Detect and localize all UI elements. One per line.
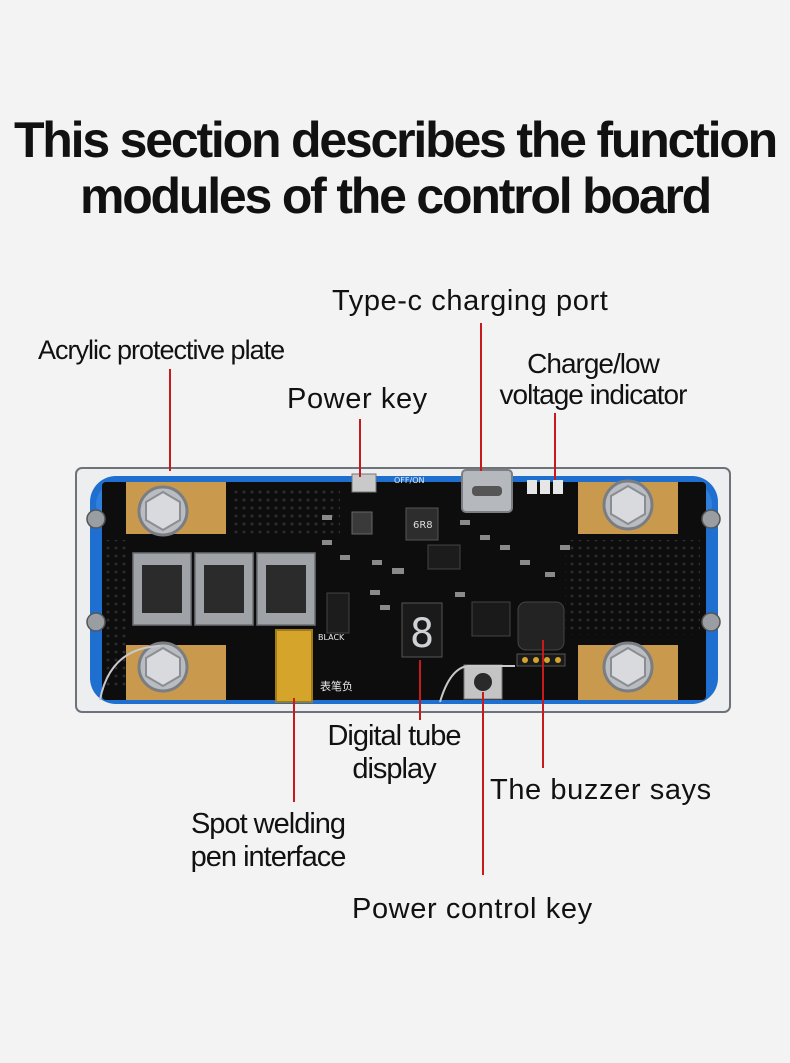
label-typec-port: Type-c charging port [332, 285, 609, 317]
label-pen-line-1: Spot welding [190, 808, 346, 840]
off-on-text: OFF/ON [394, 476, 424, 485]
line-buzzer [542, 640, 544, 768]
chip-left [326, 592, 350, 634]
title-line-2: modules of the control board [79, 168, 712, 224]
title: This section describes the function modu… [0, 112, 790, 224]
label-pen-line-2: pen interface [190, 841, 347, 873]
label-indicator: Charge/low voltage indicator [488, 348, 698, 410]
header-pins [516, 653, 566, 667]
copper-pad-bottom-left [126, 641, 226, 700]
power-switch [351, 473, 377, 493]
small-inductor [351, 511, 373, 535]
line-typec [480, 323, 482, 471]
indicator-leds [527, 480, 563, 494]
label-indicator-line-2: voltage indicator [499, 379, 688, 410]
line-indicator [554, 413, 556, 480]
label-acrylic-plate: Acrylic protective plate [38, 335, 285, 365]
line-power-control [482, 692, 484, 875]
inductor-6r8 [405, 507, 439, 541]
digital-tube [401, 602, 443, 658]
buzzer [517, 601, 565, 651]
chip-u2 [427, 544, 461, 570]
label-buzzer: The buzzer says [490, 774, 712, 806]
label-indicator-line-1: Charge/low [527, 348, 660, 379]
acrylic-edge-wire [99, 645, 515, 703]
line-power-key [359, 419, 361, 477]
line-digital [419, 660, 421, 720]
title-line-1: This section describes the function [13, 112, 778, 168]
corner-screws [86, 509, 721, 632]
label-pen-interface: Spot welding pen interface [178, 808, 358, 874]
pen-connector [275, 629, 313, 703]
line-acrylic [169, 369, 171, 471]
label-power-key: Power key [287, 383, 428, 415]
black-text: BLACK [318, 633, 345, 642]
pen-neg-text: 表笔负 [320, 679, 353, 693]
label-digital-line-2: display [352, 753, 436, 785]
copper-pad-top-right [578, 479, 678, 534]
inductor-text: 6R8 [413, 520, 433, 531]
label-digital-line-1: Digital tube [327, 720, 461, 752]
smd-components [322, 515, 570, 610]
digital-tube-digit: 8 [410, 611, 434, 657]
copper-pad-bottom-right [578, 641, 678, 700]
copper-pad-top-left [126, 482, 226, 537]
label-digital-tube: Digital tube display [314, 720, 474, 786]
ic-mcu [471, 601, 511, 637]
line-pen [293, 698, 295, 802]
label-power-control: Power control key [352, 893, 593, 925]
